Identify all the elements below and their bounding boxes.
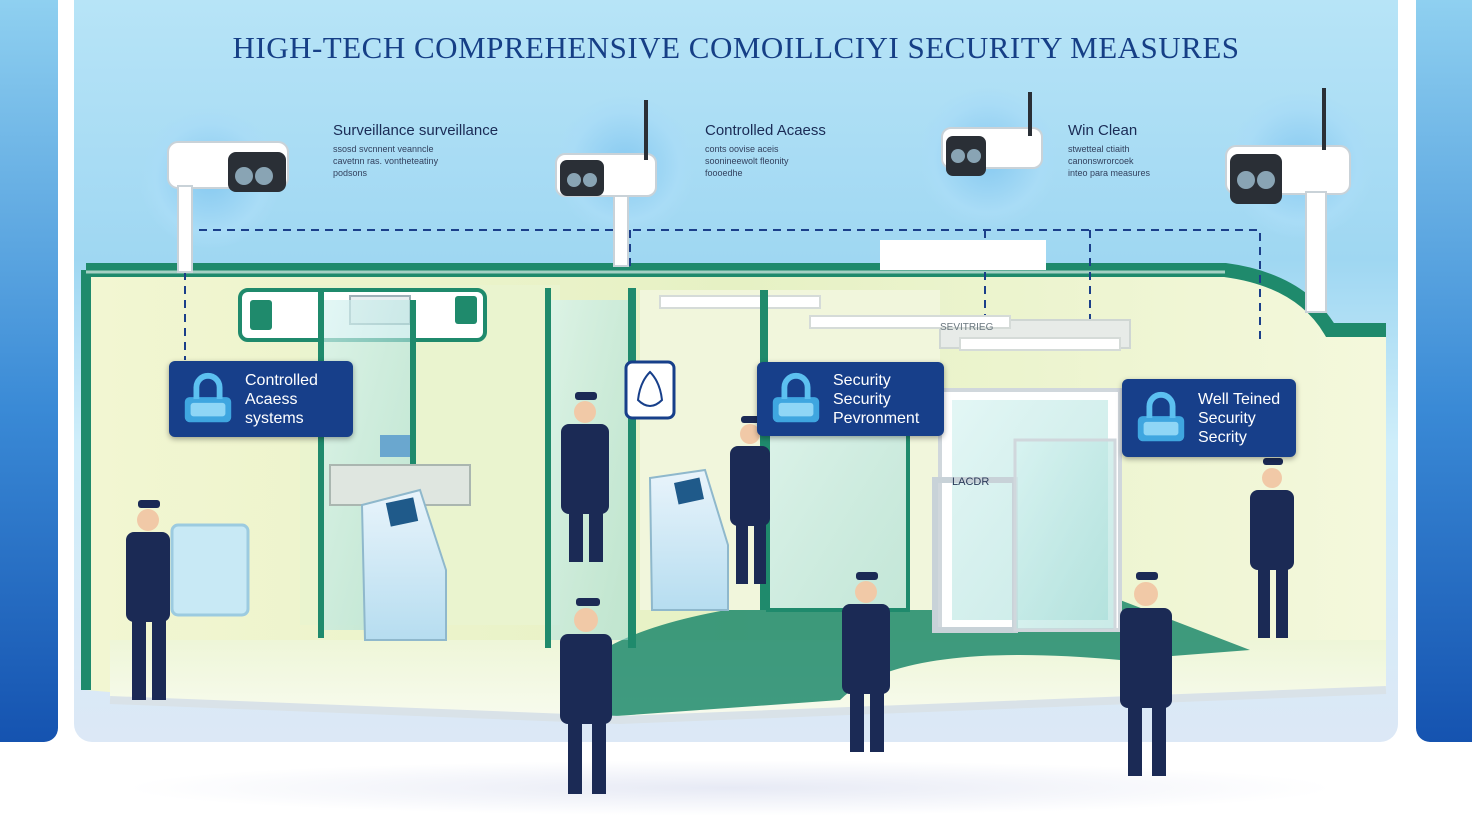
badge-icon — [250, 300, 272, 330]
camera-icon — [555, 100, 657, 267]
security-guard — [560, 598, 612, 794]
right-side-bar — [1416, 0, 1472, 742]
lock-icon — [1137, 391, 1185, 442]
guards — [126, 392, 1294, 794]
left-side-bar — [0, 0, 58, 742]
camera-icon — [941, 92, 1043, 176]
feature-surveillance: Surveillance surveillance ssosd svcnnent… — [333, 122, 553, 179]
security-guard — [1120, 572, 1172, 776]
security-guard — [561, 392, 609, 562]
security-guard — [842, 572, 890, 752]
door-sign: LACDR — [952, 476, 989, 488]
lock-icon — [772, 372, 820, 423]
security-guard — [126, 500, 170, 700]
feature-title: Surveillance surveillance — [333, 122, 499, 139]
security-guard — [1250, 458, 1294, 638]
feature-title: Controlled Acaess — [705, 122, 826, 139]
lock-icon — [184, 372, 232, 423]
camera-icon — [1225, 88, 1351, 313]
shield-icon — [455, 296, 477, 324]
page-title: HIGH-TECH COMPREHENSIVE COMOILLCIYI SECU… — [232, 30, 1240, 65]
security-guard — [730, 416, 770, 584]
shield-icon — [624, 360, 676, 420]
feature-title: Win Clean — [1068, 122, 1138, 139]
header-sign: SEVITRIEG — [940, 322, 994, 333]
camera-icon — [167, 141, 289, 273]
interior — [170, 240, 1131, 648]
